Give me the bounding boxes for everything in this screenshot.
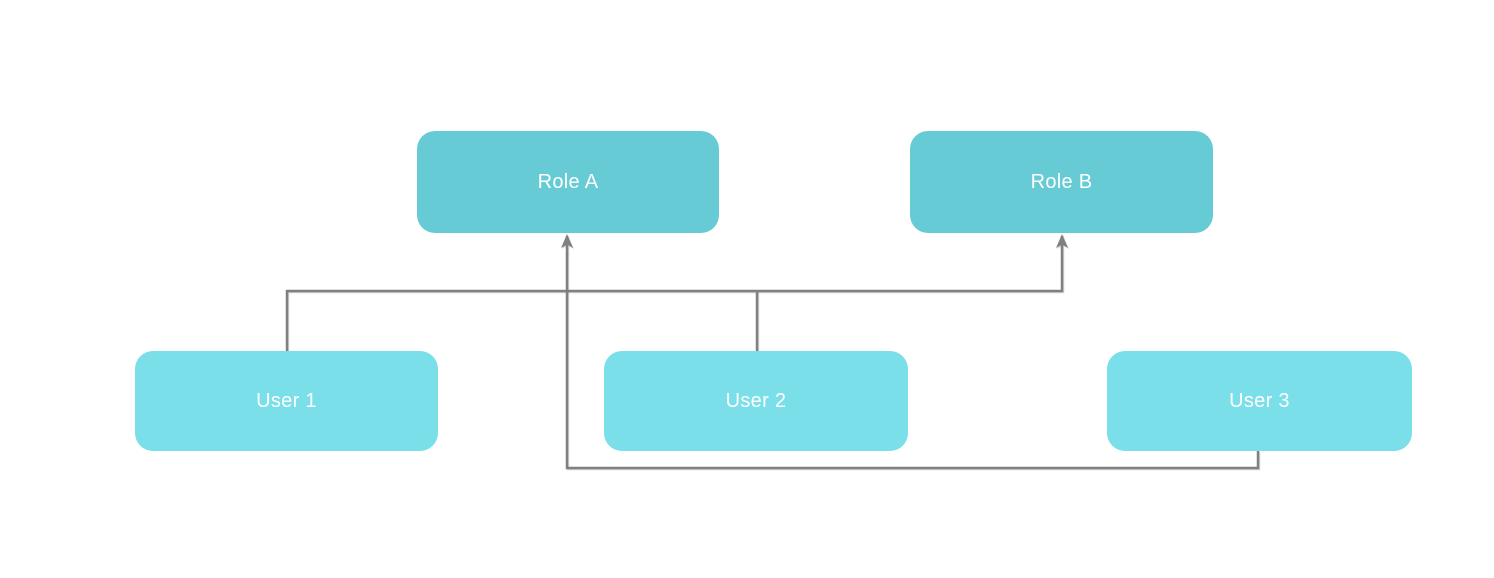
node-role-b-label: Role B (1030, 170, 1093, 193)
node-user-1[interactable]: User 1 (135, 351, 438, 451)
node-user-3-label: User 3 (1229, 389, 1290, 412)
node-user-3[interactable]: User 3 (1107, 351, 1412, 451)
node-user-2-label: User 2 (725, 389, 787, 412)
node-role-a[interactable]: Role A (417, 131, 719, 233)
node-role-a-label: Role A (537, 170, 599, 193)
node-role-b[interactable]: Role B (910, 131, 1213, 233)
edge-user1-to-roleb (285, 234, 1068, 351)
node-user-1-label: User 1 (256, 389, 317, 412)
node-user-2[interactable]: User 2 (604, 351, 908, 451)
